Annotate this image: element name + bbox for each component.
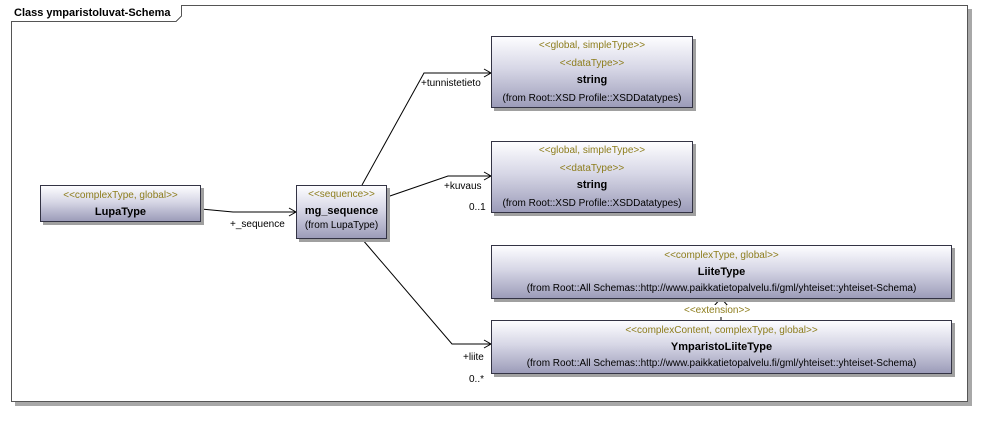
class-string-2[interactable]: <<global, simpleType>> <<dataType>> stri… [491,141,693,213]
class-ymparistoliitetype[interactable]: <<complexContent, complexType, global>> … [491,320,952,374]
class-lupatype[interactable]: <<complexType, global>> LupaType [40,185,201,222]
sequence-role-label: +_sequence [230,219,285,230]
class-string-1[interactable]: <<global, simpleType>> <<dataType>> stri… [491,36,693,108]
string-1-stereotype-global: <<global, simpleType>> [538,40,646,51]
liite-multiplicity: 0..* [469,374,485,385]
string-2-from: (from Root::XSD Profile::XSDDatatypes) [502,198,682,209]
extension-label: <<extension>> [683,305,752,317]
string-1-name: string [576,74,608,86]
liitetype-stereotype: <<complexType, global>> [664,250,779,261]
string-2-stereotype-datatype: <<dataType>> [559,163,625,174]
tunnistetieto-association-line [361,72,491,186]
mg-sequence-stereotype: <<sequence>> [308,189,375,200]
diagram-title: Class ymparistoluvat-Schema [11,5,182,22]
kuvaus-multiplicity: 0..1 [469,202,486,213]
liitetype-name: LiiteType [697,266,746,278]
sequence-association-line [200,208,296,213]
tunnistetieto-role-label: +tunnistetieto [421,78,481,89]
string-2-stereotype-global: <<global, simpleType>> [538,145,646,156]
kuvaus-role-label: +kuvaus [444,181,482,192]
ymparistoliitetype-stereotype: <<complexContent, complexType, global>> [625,325,818,336]
class-liitetype[interactable]: <<complexType, global>> LiiteType (from … [491,245,952,299]
mg-sequence-from: (from LupaType) [304,220,379,231]
kuvaus-association-line [386,175,491,198]
string-2-name: string [576,179,608,191]
class-mg-sequence[interactable]: <<sequence>> mg_sequence (from LupaType) [296,185,387,239]
string-1-stereotype-datatype: <<dataType>> [559,58,625,69]
liite-role-label: +liite [463,352,484,363]
lupatype-stereotype: <<complexType, global>> [63,190,178,201]
string-1-from: (from Root::XSD Profile::XSDDatatypes) [502,93,682,104]
mg-sequence-name: mg_sequence [304,205,379,217]
ymparistoliitetype-name: YmparistoLiiteType [670,341,773,353]
ymparistoliitetype-from: (from Root::All Schemas::http://www.paik… [526,358,917,369]
liitetype-from: (from Root::All Schemas::http://www.paik… [526,283,917,294]
liite-association-line [361,238,491,345]
lupatype-name: LupaType [94,206,147,218]
